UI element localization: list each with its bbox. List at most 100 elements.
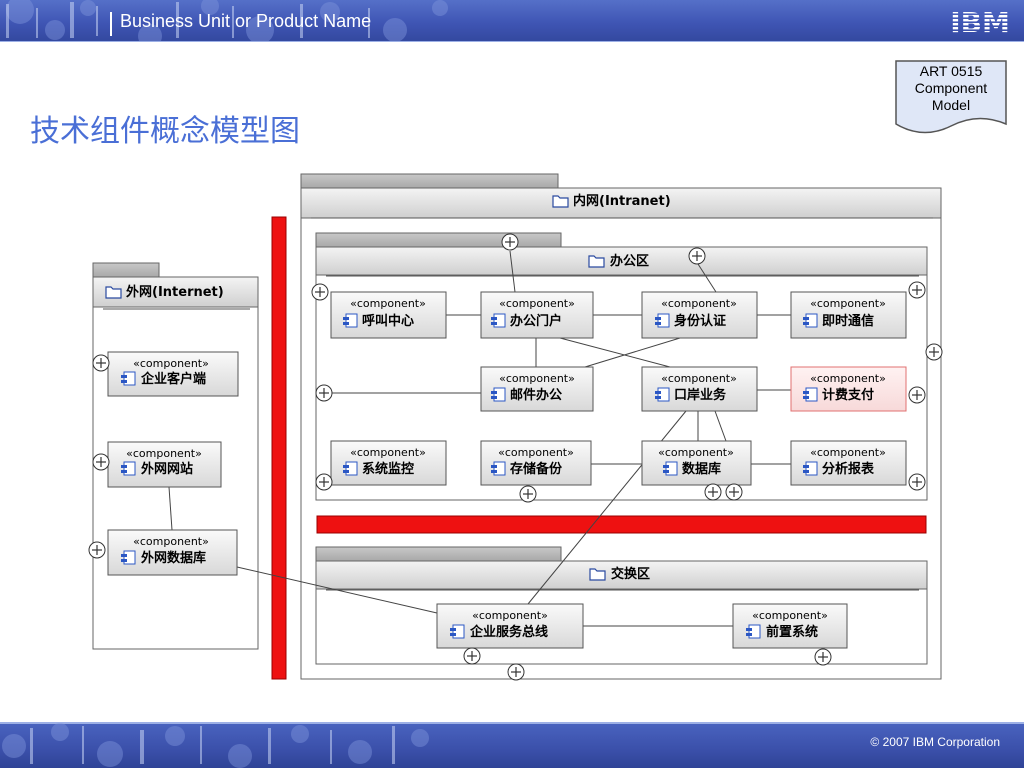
component-name: 系统监控 bbox=[362, 461, 414, 477]
component-mail-office[interactable]: «component» 邮件办公 bbox=[480, 366, 594, 412]
component-name: 办公门户 bbox=[510, 313, 562, 329]
component-name: 身份认证 bbox=[674, 313, 726, 329]
component-name: 外网网站 bbox=[140, 461, 193, 477]
plus-circle-icon[interactable] bbox=[908, 386, 926, 404]
package-label-office: 办公区 bbox=[610, 253, 649, 269]
footer-topline bbox=[0, 722, 1024, 724]
component-name: 企业客户端 bbox=[140, 371, 206, 387]
component-analysis-report[interactable]: «component» 分析报表 bbox=[790, 440, 907, 486]
banner-decoration bbox=[6, 0, 448, 42]
plus-circle-icon[interactable] bbox=[725, 483, 743, 501]
art-tag-shape bbox=[895, 60, 1007, 134]
component-icon bbox=[655, 387, 670, 402]
component-front-system[interactable]: «component» 前置系统 bbox=[732, 603, 848, 649]
component-name: 口岸业务 bbox=[674, 387, 727, 403]
component-stereotype: «component» bbox=[499, 372, 575, 385]
folder-icon bbox=[589, 568, 606, 581]
component-icon bbox=[663, 461, 678, 476]
component-enterprise-bus[interactable]: «component» 企业服务总线 bbox=[436, 603, 584, 649]
component-system-monitor[interactable]: «component» 系统监控 bbox=[330, 440, 447, 486]
component-name: 计费支付 bbox=[822, 387, 874, 403]
folder-icon bbox=[552, 195, 569, 208]
folder-icon bbox=[588, 255, 605, 268]
component-call-center[interactable]: «component» 呼叫中心 bbox=[330, 291, 447, 339]
plus-circle-icon[interactable] bbox=[315, 473, 333, 491]
component-instant-msg[interactable]: «component» 即时通信 bbox=[790, 291, 907, 339]
component-stereotype: «component» bbox=[126, 447, 202, 460]
component-port-business[interactable]: «component» 口岸业务 bbox=[641, 366, 758, 412]
component-icon bbox=[491, 461, 506, 476]
component-icon bbox=[121, 461, 136, 476]
plus-circle-icon[interactable] bbox=[908, 281, 926, 299]
component-office-portal[interactable]: «component» 办公门户 bbox=[480, 291, 594, 339]
component-icon bbox=[803, 387, 818, 402]
plus-circle-icon[interactable] bbox=[92, 453, 110, 471]
component-identity-auth[interactable]: «component» 身份认证 bbox=[641, 291, 758, 339]
component-name: 即时通信 bbox=[822, 313, 874, 329]
component-icon bbox=[655, 313, 670, 328]
component-storage-backup[interactable]: «component» 存储备份 bbox=[480, 440, 592, 486]
plus-circle-icon[interactable] bbox=[925, 343, 943, 361]
component-stereotype: «component» bbox=[499, 297, 575, 310]
plus-circle-icon[interactable] bbox=[311, 283, 329, 301]
component-enterprise-client[interactable]: «component» 企业客户端 bbox=[107, 351, 239, 397]
component-name: 外网数据库 bbox=[140, 550, 206, 566]
component-external-database[interactable]: «component» 外网数据库 bbox=[107, 529, 238, 576]
component-icon bbox=[450, 624, 465, 639]
plus-circle-icon[interactable] bbox=[688, 247, 706, 265]
business-unit-name: Business Unit or Product Name bbox=[120, 11, 372, 31]
package-label-exchange: 交换区 bbox=[611, 566, 650, 582]
plus-circle-icon[interactable] bbox=[507, 663, 525, 681]
component-external-website[interactable]: «component» 外网网站 bbox=[107, 441, 222, 488]
page-title: 技术组件概念模型图 bbox=[30, 114, 300, 149]
component-stereotype: «component» bbox=[661, 372, 737, 385]
component-stereotype: «component» bbox=[133, 357, 209, 370]
folder-icon bbox=[105, 286, 122, 299]
connectors bbox=[168, 250, 791, 627]
component-stereotype: «component» bbox=[810, 446, 886, 459]
component-stereotype: «component» bbox=[752, 609, 828, 622]
component-icon bbox=[803, 461, 818, 476]
package-label-intranet: 内网(Intranet) bbox=[573, 193, 671, 209]
art-tag-code: ART 0515 bbox=[919, 63, 983, 79]
plus-circle-icon[interactable] bbox=[704, 483, 722, 501]
footer-decoration bbox=[2, 723, 429, 768]
component-name: 分析报表 bbox=[822, 461, 875, 477]
package-label-internet: 外网(Internet) bbox=[125, 284, 224, 300]
firewall-horizontal bbox=[316, 515, 927, 534]
component-stereotype: «component» bbox=[498, 446, 574, 459]
component-name: 前置系统 bbox=[766, 624, 818, 640]
component-stereotype: «component» bbox=[661, 297, 737, 310]
component-icon bbox=[343, 313, 358, 328]
copyright-text: © 2007 IBM Corporation bbox=[870, 735, 1000, 749]
plus-circle-icon[interactable] bbox=[501, 233, 519, 251]
plus-circle-icon[interactable] bbox=[519, 485, 537, 503]
ibm-logo: IBM bbox=[950, 7, 1010, 35]
component-stereotype: «component» bbox=[133, 535, 209, 548]
component-stereotype: «component» bbox=[658, 446, 734, 459]
component-icon bbox=[803, 313, 818, 328]
component-database[interactable]: «component» 数据库 bbox=[641, 440, 752, 486]
plus-circle-icon[interactable] bbox=[315, 384, 333, 402]
banner-underline bbox=[0, 41, 1024, 42]
component-stereotype: «component» bbox=[810, 372, 886, 385]
firewall-vertical bbox=[271, 216, 287, 680]
plus-circle-icon[interactable] bbox=[463, 647, 481, 665]
plus-circle-icon[interactable] bbox=[908, 473, 926, 491]
component-name: 企业服务总线 bbox=[469, 624, 548, 640]
plus-circle-icon[interactable] bbox=[88, 541, 106, 559]
art-tag: ART 0515 Component Model bbox=[895, 63, 1007, 114]
component-name: 存储备份 bbox=[510, 461, 563, 477]
component-billing-payment[interactable]: «component» 计费支付 bbox=[790, 366, 907, 412]
component-icon bbox=[491, 387, 506, 402]
component-stereotype: «component» bbox=[472, 609, 548, 622]
component-icon bbox=[121, 550, 136, 565]
art-tag-line3: Model bbox=[931, 97, 971, 113]
footer-banner: © 2007 IBM Corporation bbox=[0, 722, 1024, 768]
component-icon bbox=[343, 461, 358, 476]
plus-circle-icon[interactable] bbox=[92, 354, 110, 372]
plus-icons bbox=[88, 233, 943, 681]
plus-circle-icon[interactable] bbox=[814, 648, 832, 666]
component-name: 数据库 bbox=[682, 461, 721, 477]
